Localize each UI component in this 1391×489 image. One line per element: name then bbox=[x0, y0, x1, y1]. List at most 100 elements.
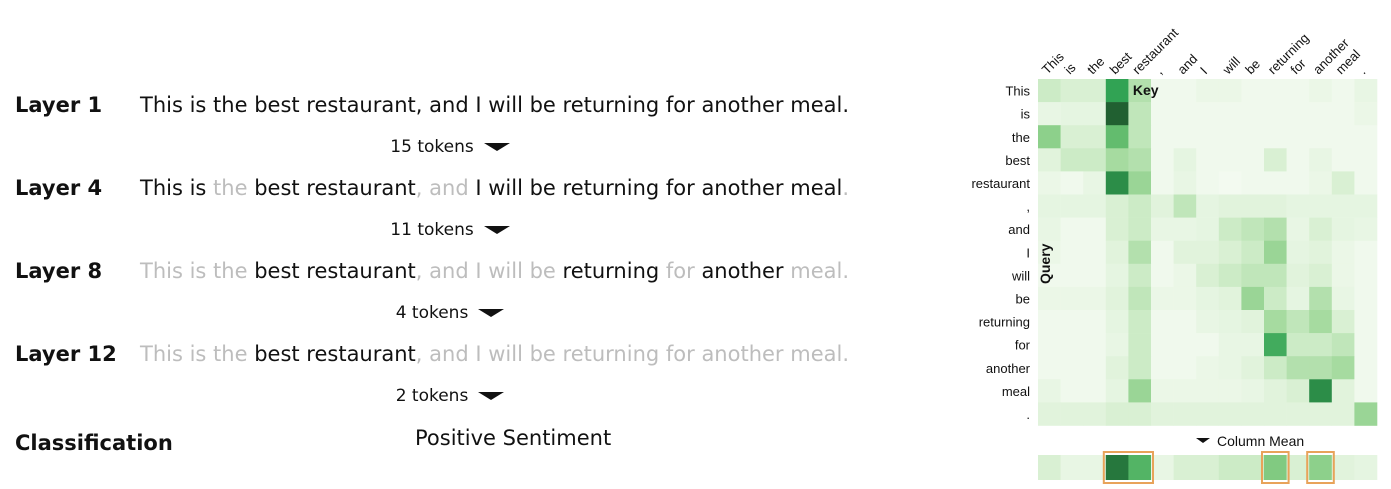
heatmap-cell bbox=[1105, 286, 1129, 311]
pruned-token: . bbox=[842, 259, 850, 283]
column-mean-cell bbox=[1151, 455, 1174, 480]
heatmap-cell bbox=[1196, 333, 1220, 357]
heatmap-cell bbox=[1038, 402, 1061, 426]
heatmap-cell bbox=[1331, 379, 1355, 403]
heatmap-cell bbox=[1196, 217, 1220, 241]
row-tick-label: I bbox=[1026, 245, 1030, 260]
heatmap-cell bbox=[1354, 379, 1378, 403]
pruned-token: and bbox=[422, 259, 469, 283]
query-axis-label: Query bbox=[1037, 243, 1053, 284]
heatmap-cell bbox=[1038, 171, 1061, 195]
layer-label: Layer 4 bbox=[15, 176, 103, 200]
heatmap-cell bbox=[1264, 286, 1287, 311]
heatmap-cell bbox=[1060, 217, 1084, 241]
heatmap-cell bbox=[1309, 171, 1333, 195]
column-tick-label: This bbox=[1039, 49, 1067, 77]
down-arrow-icon bbox=[483, 226, 510, 234]
heatmap-cell bbox=[1241, 286, 1265, 311]
classification-label: Classification bbox=[15, 431, 173, 455]
heatmap-cell bbox=[1331, 286, 1355, 311]
heatmap-cell bbox=[1241, 263, 1265, 288]
heatmap-cell bbox=[1038, 379, 1061, 403]
heatmap-cell bbox=[1060, 194, 1084, 218]
heatmap-cell bbox=[1105, 125, 1129, 149]
heatmap-cell bbox=[1105, 148, 1129, 172]
heatmap-cell bbox=[1083, 217, 1107, 241]
token-count: 15 tokens bbox=[390, 137, 474, 157]
heatmap-cell bbox=[1354, 148, 1378, 172]
heatmap-cell bbox=[1331, 240, 1355, 265]
pruned-token: is bbox=[182, 259, 207, 283]
heatmap-cell bbox=[1264, 356, 1287, 380]
pruned-token: will bbox=[481, 259, 523, 283]
kept-token: restaurant bbox=[299, 259, 416, 283]
pruned-token: This bbox=[140, 259, 183, 283]
pruned-token: I bbox=[468, 342, 482, 366]
column-mean-cell bbox=[1241, 455, 1265, 480]
heatmap-cell bbox=[1331, 263, 1355, 288]
heatmap-cell bbox=[1218, 217, 1242, 241]
heatmap-cell bbox=[1151, 286, 1174, 311]
row-tick-label: for bbox=[1015, 338, 1031, 353]
row-tick-label: and bbox=[1008, 222, 1030, 237]
heatmap-cell bbox=[1241, 402, 1265, 426]
heatmap-cell bbox=[1128, 356, 1152, 380]
heatmap-cell bbox=[1038, 217, 1061, 241]
heatmap-cell bbox=[1309, 148, 1333, 172]
heatmap-cell bbox=[1241, 194, 1265, 218]
pruned-token: meal bbox=[783, 342, 843, 366]
heatmap-cell bbox=[1151, 194, 1174, 218]
row-tick-label: restaurant bbox=[971, 176, 1030, 191]
heatmap-cell bbox=[1309, 333, 1333, 357]
pruned-token: be bbox=[522, 259, 556, 283]
heatmap-cell bbox=[1196, 356, 1220, 380]
heatmap-cell bbox=[1286, 356, 1310, 380]
kept-token: another bbox=[694, 259, 784, 283]
heatmap-cell bbox=[1083, 263, 1107, 288]
heatmap-cell bbox=[1286, 333, 1310, 357]
heatmap-cell bbox=[1105, 379, 1129, 403]
heatmap-cell bbox=[1128, 240, 1152, 265]
heatmap-cell bbox=[1218, 356, 1242, 380]
kept-token: restaurant bbox=[299, 176, 416, 200]
heatmap-cell bbox=[1151, 402, 1174, 426]
heatmap-cell bbox=[1331, 194, 1355, 218]
heatmap-cell bbox=[1286, 402, 1310, 426]
token-count: 2 tokens bbox=[395, 386, 469, 406]
column-mean-cell bbox=[1128, 455, 1152, 480]
heatmap-cell bbox=[1038, 79, 1061, 103]
heatmap-cell bbox=[1331, 356, 1355, 380]
heatmap-cell bbox=[1173, 286, 1197, 311]
heatmap-cell bbox=[1264, 102, 1287, 126]
heatmap-cell bbox=[1331, 310, 1355, 334]
column-mean-label: Column Mean bbox=[1217, 433, 1304, 449]
heatmap-cell bbox=[1331, 171, 1355, 195]
row-tick-label: This bbox=[1005, 84, 1030, 99]
heatmap-cell bbox=[1083, 79, 1107, 103]
heatmap-cell bbox=[1128, 263, 1152, 288]
pruned-token: be bbox=[522, 342, 556, 366]
token-count: 4 tokens bbox=[395, 303, 469, 323]
heatmap-cell bbox=[1060, 379, 1084, 403]
heatmap-cell bbox=[1241, 171, 1265, 195]
heatmap-cell bbox=[1060, 402, 1084, 426]
pruned-token: meal bbox=[783, 259, 843, 283]
column-mean-cell bbox=[1354, 455, 1378, 480]
heatmap-cell bbox=[1083, 148, 1107, 172]
pruned-token: the bbox=[206, 176, 248, 200]
kept-token: the bbox=[206, 93, 248, 117]
heatmap-cell bbox=[1354, 333, 1378, 357]
layer-sentence: This is the best restaurant, and I will … bbox=[140, 176, 849, 200]
heatmap-cell bbox=[1309, 286, 1333, 311]
heatmap-cell bbox=[1196, 102, 1220, 126]
kept-token: returning bbox=[555, 259, 660, 283]
heatmap-cell bbox=[1173, 171, 1197, 195]
heatmap-cell bbox=[1128, 148, 1152, 172]
heatmap-cell bbox=[1173, 356, 1197, 380]
heatmap-cell bbox=[1309, 194, 1333, 218]
heatmap-cell bbox=[1151, 171, 1174, 195]
heatmap-cell bbox=[1083, 310, 1107, 334]
column-mean-cell bbox=[1286, 455, 1310, 480]
kept-token: meal bbox=[783, 176, 843, 200]
heatmap-cell bbox=[1218, 310, 1242, 334]
